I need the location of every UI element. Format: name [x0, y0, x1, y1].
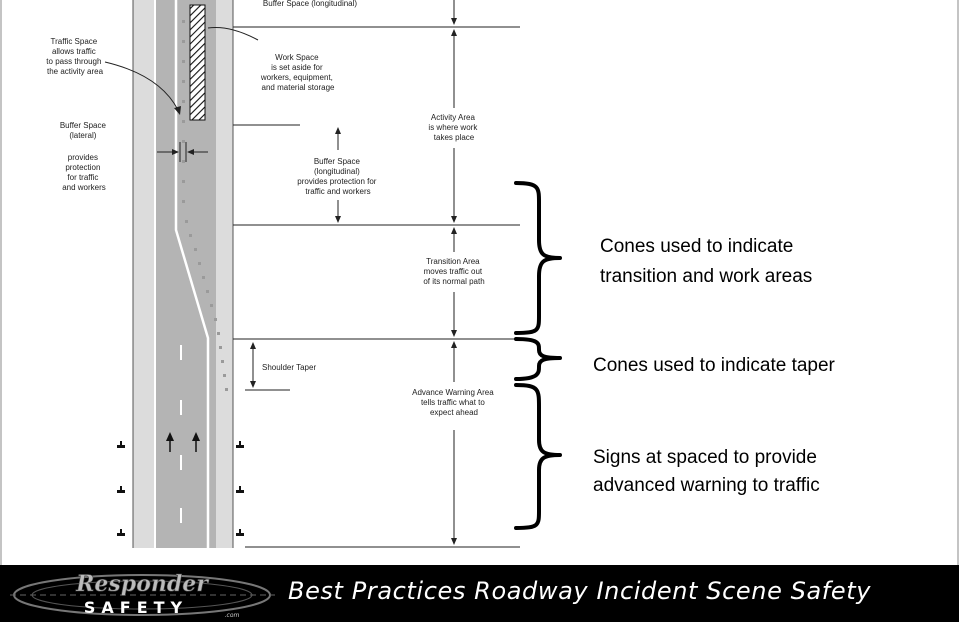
curly-braces [514, 181, 562, 530]
logo-safety-text: SAFETY [84, 598, 188, 617]
label-advance-warning: Advance Warning Area tells traffic what … [412, 388, 496, 417]
lane-arrows [166, 432, 200, 452]
left-shoulder [133, 0, 155, 548]
dimension-arrows [104, 0, 457, 545]
label-traffic-space: Traffic Space allows traffic to pass thr… [46, 37, 103, 76]
responder-safety-logo: Responder SAFETY .com [10, 571, 275, 619]
label-transition-area: Transition Area moves traffic out of its… [423, 257, 484, 286]
callout-warning-signs: Signs at spaced to provide advanced warn… [593, 447, 822, 496]
callout-taper-cones: Cones used to indicate taper [593, 355, 836, 376]
logo-com-text: .com [225, 612, 240, 619]
footer-tagline: Best Practices Roadway Incident Scene Sa… [288, 577, 872, 605]
label-activity-area: Activity Area is where work takes place [428, 113, 479, 142]
label-buffer-space-top: Buffer Space (longitudinal) [263, 0, 357, 8]
work-space-box [189, 4, 206, 121]
label-shoulder-taper: Shoulder Taper [262, 363, 316, 372]
callout-transition-cones: Cones used to indicate transition and wo… [600, 236, 812, 287]
logo-responder-text: Responder [75, 571, 209, 597]
label-buffer-longitudinal: Buffer Space (longitudinal) provides pro… [297, 157, 378, 196]
warning-signs [117, 441, 244, 536]
right-shoulder [216, 0, 233, 548]
transition-line [174, 0, 210, 548]
label-work-space: Work Space is set aside for workers, equ… [260, 53, 335, 92]
footer-banner: Responder SAFETY .com Best Practices Roa… [0, 565, 959, 622]
cones [182, 20, 228, 391]
label-buffer-lateral: Buffer Space (lateral) provides protecti… [60, 121, 108, 192]
zone-dividers [233, 26, 520, 548]
